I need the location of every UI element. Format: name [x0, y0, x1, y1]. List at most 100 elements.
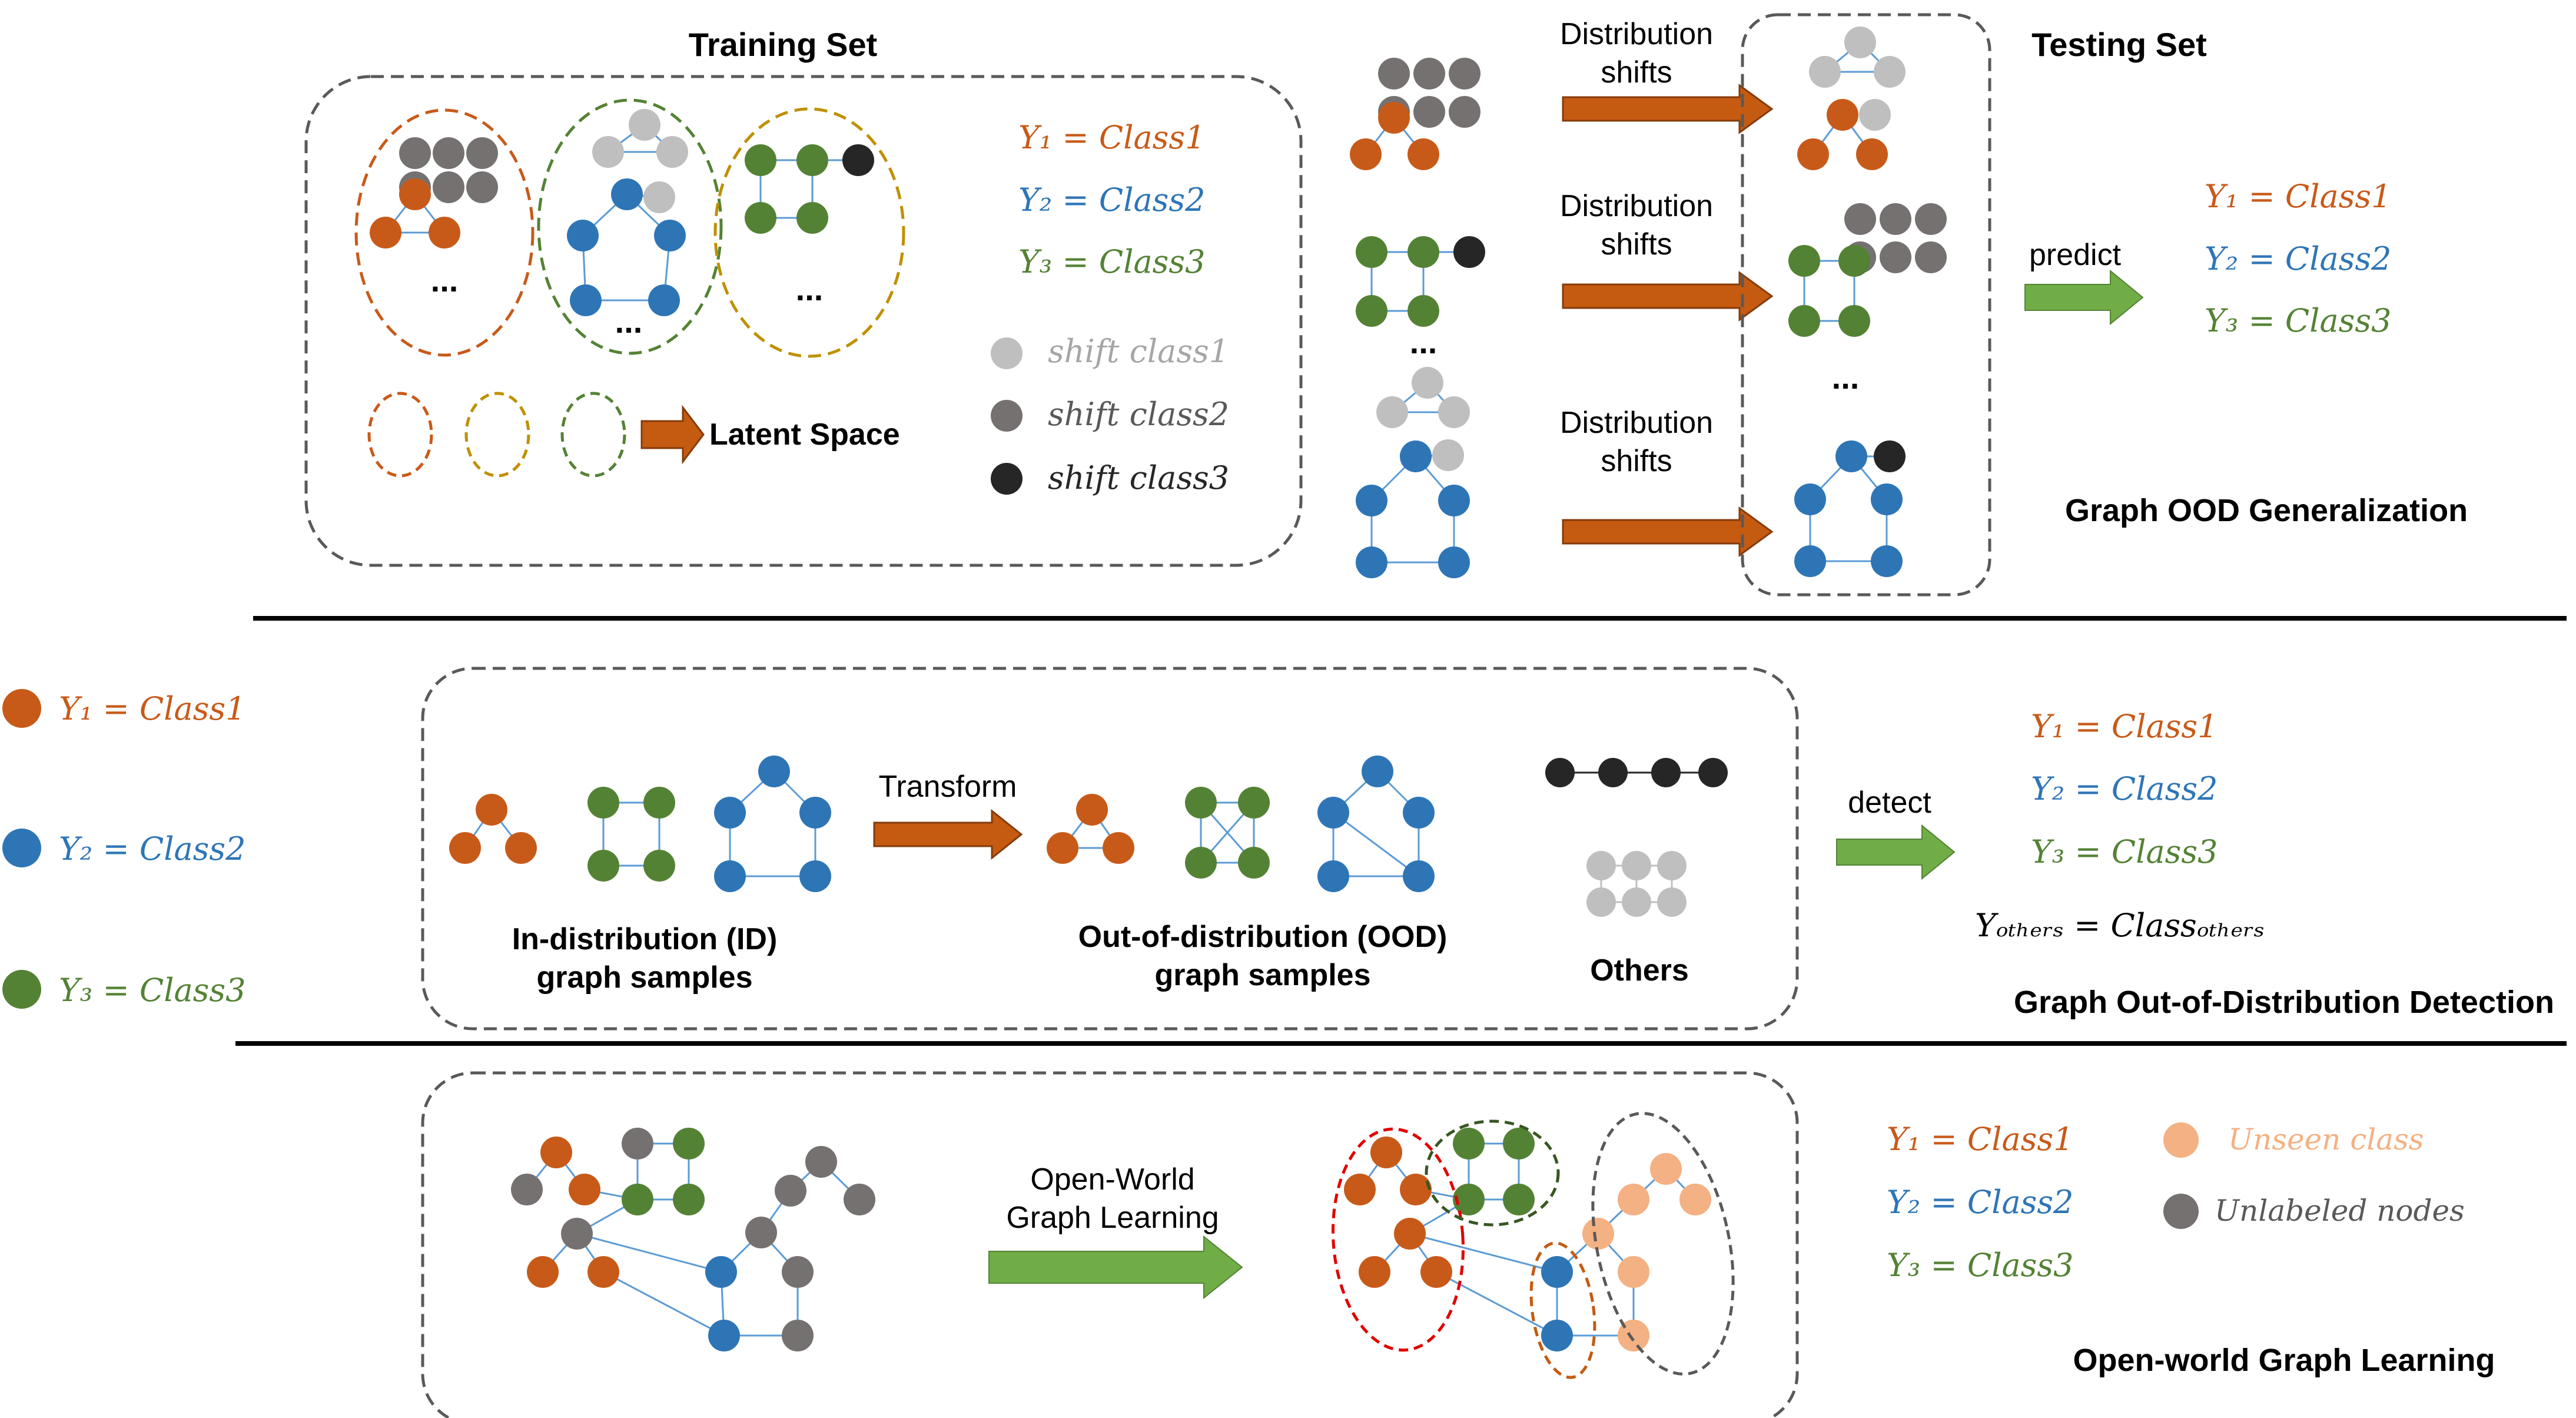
graph-node	[399, 137, 431, 169]
left-legend-class2-dot	[2, 829, 41, 867]
graph-node	[1618, 1320, 1649, 1351]
graph-node	[592, 136, 624, 168]
ood-detection-box	[421, 667, 1799, 1031]
predict-arrow	[2024, 269, 2144, 326]
graph-node	[1103, 832, 1134, 864]
graph-node	[561, 1218, 593, 1250]
graph-node	[1359, 1256, 1390, 1288]
graph-node	[1622, 887, 1651, 917]
graph-node	[1370, 1137, 1402, 1168]
graph-node	[629, 109, 660, 141]
left-legend-class3-dot	[2, 970, 41, 1009]
train-legend-y1: Y₁ = Class1	[1018, 119, 1205, 156]
shift-class2-label: shift class2	[1048, 396, 1229, 433]
ood-graph-square	[1185, 787, 1270, 879]
graph-node	[796, 144, 828, 176]
detect-legend-y2: Y₂ = Class2	[2031, 770, 2218, 807]
graph-node	[1449, 96, 1480, 128]
graph-node	[1679, 1184, 1711, 1215]
graph-node	[1400, 440, 1432, 472]
graph-node	[1412, 367, 1443, 399]
ow-legend-y1: Y₁ = Class1	[1887, 1121, 2073, 1158]
graph-node	[1432, 439, 1464, 471]
graph-node	[1838, 305, 1870, 337]
graph-node	[1356, 485, 1387, 516]
ow-legend-y3: Y₃ = Class3	[1887, 1247, 2073, 1284]
graph-node	[1827, 99, 1858, 131]
graph-node	[643, 850, 675, 882]
graph-node	[433, 137, 464, 169]
ow-cluster-green	[1425, 1119, 1560, 1227]
ellipsis-train-1: ...	[431, 261, 459, 299]
graph-node	[1317, 797, 1349, 829]
graph-node	[708, 1320, 740, 1351]
graph-node	[1453, 1184, 1485, 1215]
graph-edge	[1436, 1271, 1558, 1337]
graph-node	[466, 171, 498, 203]
graph-node	[654, 220, 686, 251]
unlabeled-nodes-label: Unlabeled nodes	[2215, 1194, 2465, 1228]
latent-ellipse-class3	[464, 392, 530, 478]
graph-node	[1453, 236, 1485, 268]
graph-node	[1449, 58, 1480, 90]
graph-node	[1503, 1128, 1535, 1159]
graph-node	[1400, 1174, 1432, 1205]
unseen-class-label: Unseen class	[2228, 1122, 2424, 1157]
graph-node	[1698, 758, 1728, 787]
graph-node	[1915, 203, 1947, 235]
test-graph-1	[1797, 26, 1906, 170]
graph-node	[714, 797, 746, 829]
graph-edge	[1333, 811, 1419, 877]
graph-node	[1545, 758, 1575, 787]
graph-node	[1438, 485, 1470, 516]
ow-cluster-gray	[1591, 1112, 1735, 1376]
graph-node	[1403, 797, 1435, 829]
ellipsis-source: ...	[1410, 323, 1438, 360]
ellipsis-test: ...	[1832, 359, 1860, 396]
graph-node	[433, 171, 464, 203]
detect-arrow	[1836, 824, 1956, 880]
graph-node	[1586, 851, 1616, 880]
graph-node	[587, 850, 619, 882]
graph-node	[705, 1256, 737, 1288]
detect-legend-others: Yₒₜₕₑᵣₛ = Classₒₜₕₑᵣₛ	[1975, 907, 2265, 944]
left-legend-y1: Y₁ = Class1	[59, 690, 245, 727]
ellipsis-train-3: ...	[796, 270, 824, 307]
graph-node	[466, 137, 498, 169]
graph-node	[1622, 851, 1651, 880]
graph-node	[673, 1184, 705, 1215]
graph-node	[1238, 847, 1270, 879]
graph-node	[1809, 56, 1841, 88]
graph-node	[1407, 295, 1439, 327]
graph-node	[844, 1184, 875, 1215]
graph-node	[1541, 1320, 1573, 1351]
graph-node	[1598, 758, 1628, 787]
graph-node	[1856, 138, 1888, 170]
predict-legend-y1: Y₁ = Class1	[2205, 178, 2391, 215]
left-legend-y3: Y₃ = Class3	[59, 972, 245, 1009]
unseen-class-dot	[2163, 1122, 2199, 1158]
shift-class1-label: shift class1	[1048, 333, 1229, 370]
graph-node	[429, 217, 460, 249]
graph-node	[1350, 138, 1382, 170]
training-set-title: Training Set	[689, 26, 878, 63]
latent-space-arrow	[640, 405, 705, 465]
graph-node	[1871, 545, 1903, 577]
graph-node	[1657, 851, 1687, 880]
detect-label: detect	[1848, 786, 1931, 820]
graph-node	[782, 1256, 814, 1288]
graph-node	[1657, 887, 1687, 917]
graph-node	[370, 217, 401, 249]
graph-node	[796, 202, 828, 234]
id-graph-square	[587, 787, 675, 882]
graph-node	[1844, 26, 1876, 58]
ow-legend-y2: Y₂ = Class2	[1887, 1184, 2073, 1221]
ood-graph-triangle	[1047, 794, 1134, 864]
train-graph-class2	[567, 109, 688, 316]
left-legend-class1-dot	[2, 689, 41, 728]
graph-node	[1835, 440, 1867, 472]
open-world-right-graph	[1344, 1128, 1711, 1351]
graph-node	[1185, 787, 1217, 819]
graph-edge	[1409, 1233, 1558, 1273]
